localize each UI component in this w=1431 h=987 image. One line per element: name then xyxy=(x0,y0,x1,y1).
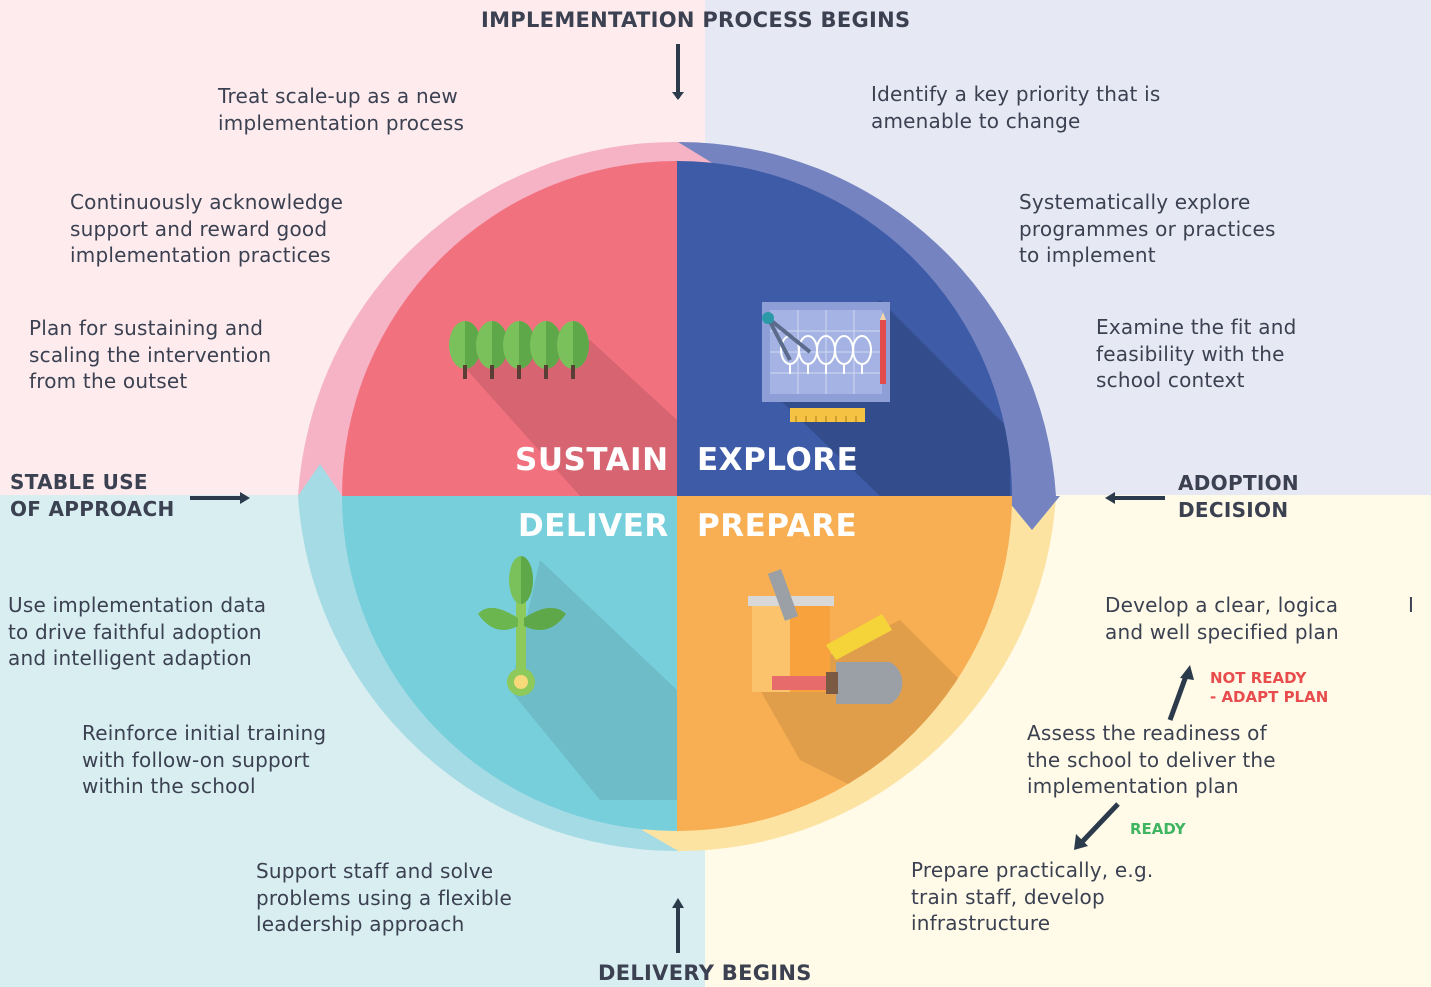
explore-step-1: Identify a key priority that is amenable… xyxy=(871,82,1161,133)
explore-step-3: Examine the fit and feasibility with the… xyxy=(1096,315,1297,392)
phase-prepare-title: PREPARE xyxy=(697,508,858,544)
seedling-icon xyxy=(478,556,566,696)
phase-deliver-title: DELIVER xyxy=(518,508,669,544)
deliver-step-1: Use implementation data to drive faithfu… xyxy=(8,593,267,670)
prepare-step-2: Assess the readiness of the school to de… xyxy=(1027,721,1276,798)
not-ready-arrow xyxy=(1167,675,1189,721)
sustain-step-3: Plan for sustaining and scaling the inte… xyxy=(29,316,272,393)
sustain-step-2: Continuously acknowledge support and rew… xyxy=(70,190,344,267)
not-ready-label: NOT READY - ADAPT PLAN xyxy=(1210,669,1329,706)
tools-icon xyxy=(748,569,903,704)
ready-label: READY xyxy=(1130,820,1186,838)
disc-deliver xyxy=(342,496,677,831)
deliver-step-2: Reinforce initial training with follow-o… xyxy=(82,721,327,798)
prepare-step-3: Prepare practically, e.g. train staff, d… xyxy=(911,858,1154,935)
phase-explore-title: EXPLORE xyxy=(697,442,859,478)
explore-step-2: Systematically explore programmes or pra… xyxy=(1019,190,1276,267)
blueprint-icon xyxy=(762,302,890,422)
sustain-step-1: Treat scale-up as a new implementation p… xyxy=(218,84,465,135)
stray-mark: I xyxy=(1408,593,1415,617)
trees-icon xyxy=(449,321,589,379)
phase-sustain-title: SUSTAIN xyxy=(515,442,669,478)
deliver-step-3: Support staff and solve problems using a… xyxy=(256,859,513,936)
adoption-decision-label: ADOPTION DECISION xyxy=(1178,471,1299,522)
ring-arrowhead-explore xyxy=(1004,496,1060,530)
stable-use-label: STABLE USE OF APPROACH xyxy=(10,470,175,521)
ring-arrowhead-deliver xyxy=(298,464,342,496)
delivery-begins-label: DELIVERY BEGINS xyxy=(598,961,812,985)
ready-arrow xyxy=(1080,802,1120,844)
prepare-step-1: Develop a clear, logica and well specifi… xyxy=(1105,593,1339,644)
implementation-begins-label: IMPLEMENTATION PROCESS BEGINS xyxy=(481,8,911,32)
